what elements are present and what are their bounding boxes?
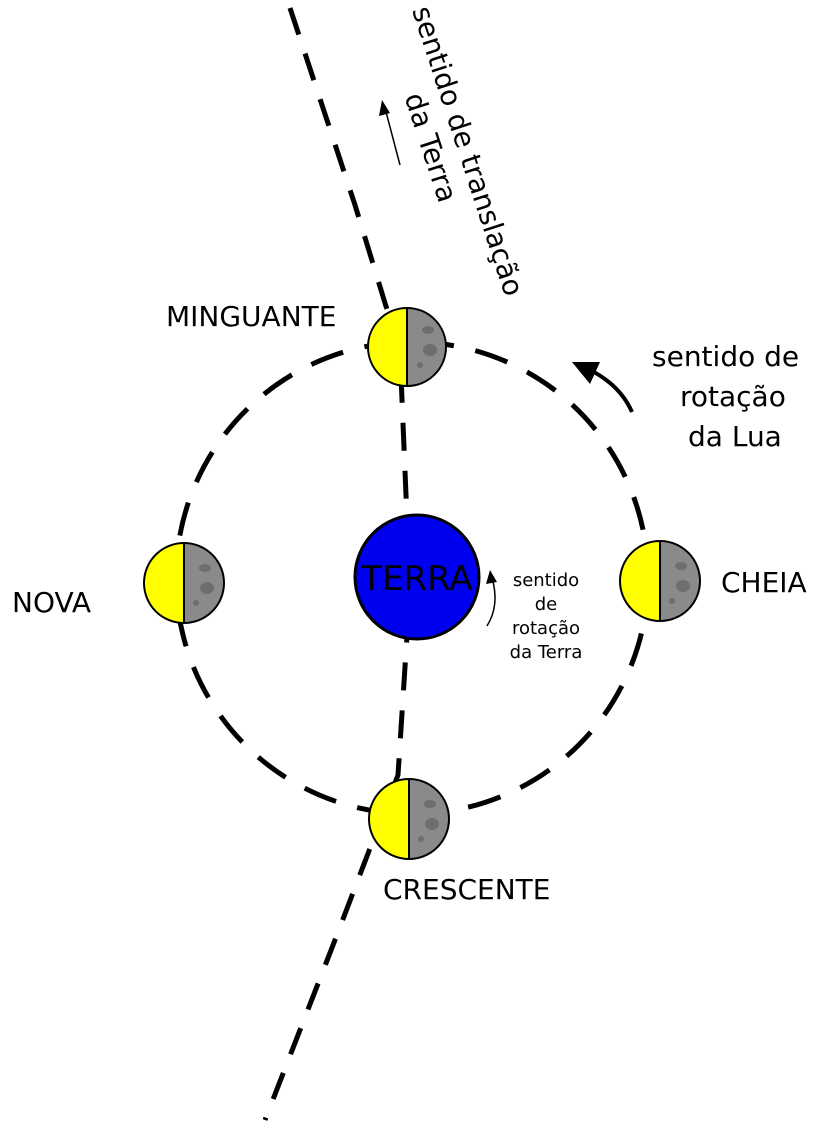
earth-translation-arrow bbox=[384, 107, 401, 166]
earth-translation-text: sentido de translação da Terra bbox=[398, 2, 531, 300]
label-minguante: MINGUANTE bbox=[166, 300, 336, 333]
moon-cheia bbox=[619, 539, 701, 623]
earth-rotation-line4: da Terra bbox=[510, 642, 583, 663]
earth-rotation-arrowhead bbox=[486, 570, 497, 584]
moon-rotation-arrowhead bbox=[572, 362, 600, 384]
label-cheia: CHEIA bbox=[721, 566, 807, 599]
moon-rotation-line2: rotação bbox=[680, 380, 786, 413]
moon-nova bbox=[143, 541, 225, 625]
earth-rotation-line2: de bbox=[535, 594, 558, 615]
earth-translation-arrowhead bbox=[379, 100, 390, 116]
label-crescente: CRESCENTE bbox=[383, 873, 550, 906]
moon-rotation-line3: da Lua bbox=[688, 420, 782, 453]
label-nova: NOVA bbox=[12, 586, 91, 619]
moon-minguante bbox=[367, 306, 447, 388]
moon-rotation-line1: sentido de bbox=[652, 340, 799, 373]
earth-circle bbox=[353, 513, 481, 641]
earth-label: TERRA bbox=[360, 559, 472, 599]
earth-rotation-line3: rotação bbox=[512, 618, 580, 639]
moon-crescente bbox=[368, 777, 450, 861]
earth-rotation-line1: sentido bbox=[513, 570, 579, 591]
moon-rotation-arrow bbox=[589, 368, 634, 413]
earth-rotation-arrow bbox=[486, 577, 496, 627]
